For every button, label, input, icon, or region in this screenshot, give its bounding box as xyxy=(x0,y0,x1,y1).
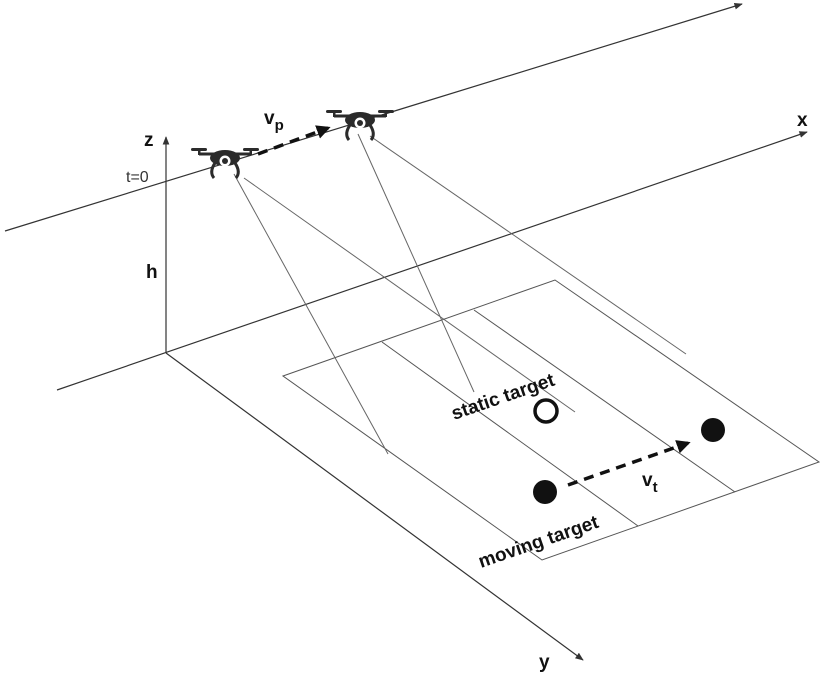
y-axis-label: y xyxy=(539,652,550,673)
y-axis xyxy=(165,352,584,661)
target-velocity-arrow xyxy=(567,440,691,487)
ray-uav1-near xyxy=(233,173,389,455)
z-axis-label: z xyxy=(144,130,154,151)
target-velocity-label: vt xyxy=(642,470,658,496)
strip-line-1 xyxy=(381,341,639,527)
ray-uav2-near xyxy=(357,133,475,393)
uav-later xyxy=(324,108,396,142)
height-label: h xyxy=(146,262,158,283)
x-axis-label: x xyxy=(797,110,808,131)
static-target-marker xyxy=(533,398,559,424)
ray-uav2-far xyxy=(369,135,687,355)
strip-line-2 xyxy=(473,309,736,493)
moving-target-end xyxy=(701,418,725,442)
uav-velocity-arrow xyxy=(257,125,331,156)
time-zero-label: t=0 xyxy=(126,169,149,186)
uav-at-t0 xyxy=(189,146,261,180)
ray-uav1-far xyxy=(243,177,576,413)
moving-target-start xyxy=(533,480,557,504)
x-axis xyxy=(56,131,808,391)
uav-velocity-label: vp xyxy=(264,108,284,134)
ground-footprint xyxy=(281,279,821,561)
moving-target-label: moving target xyxy=(476,512,602,573)
